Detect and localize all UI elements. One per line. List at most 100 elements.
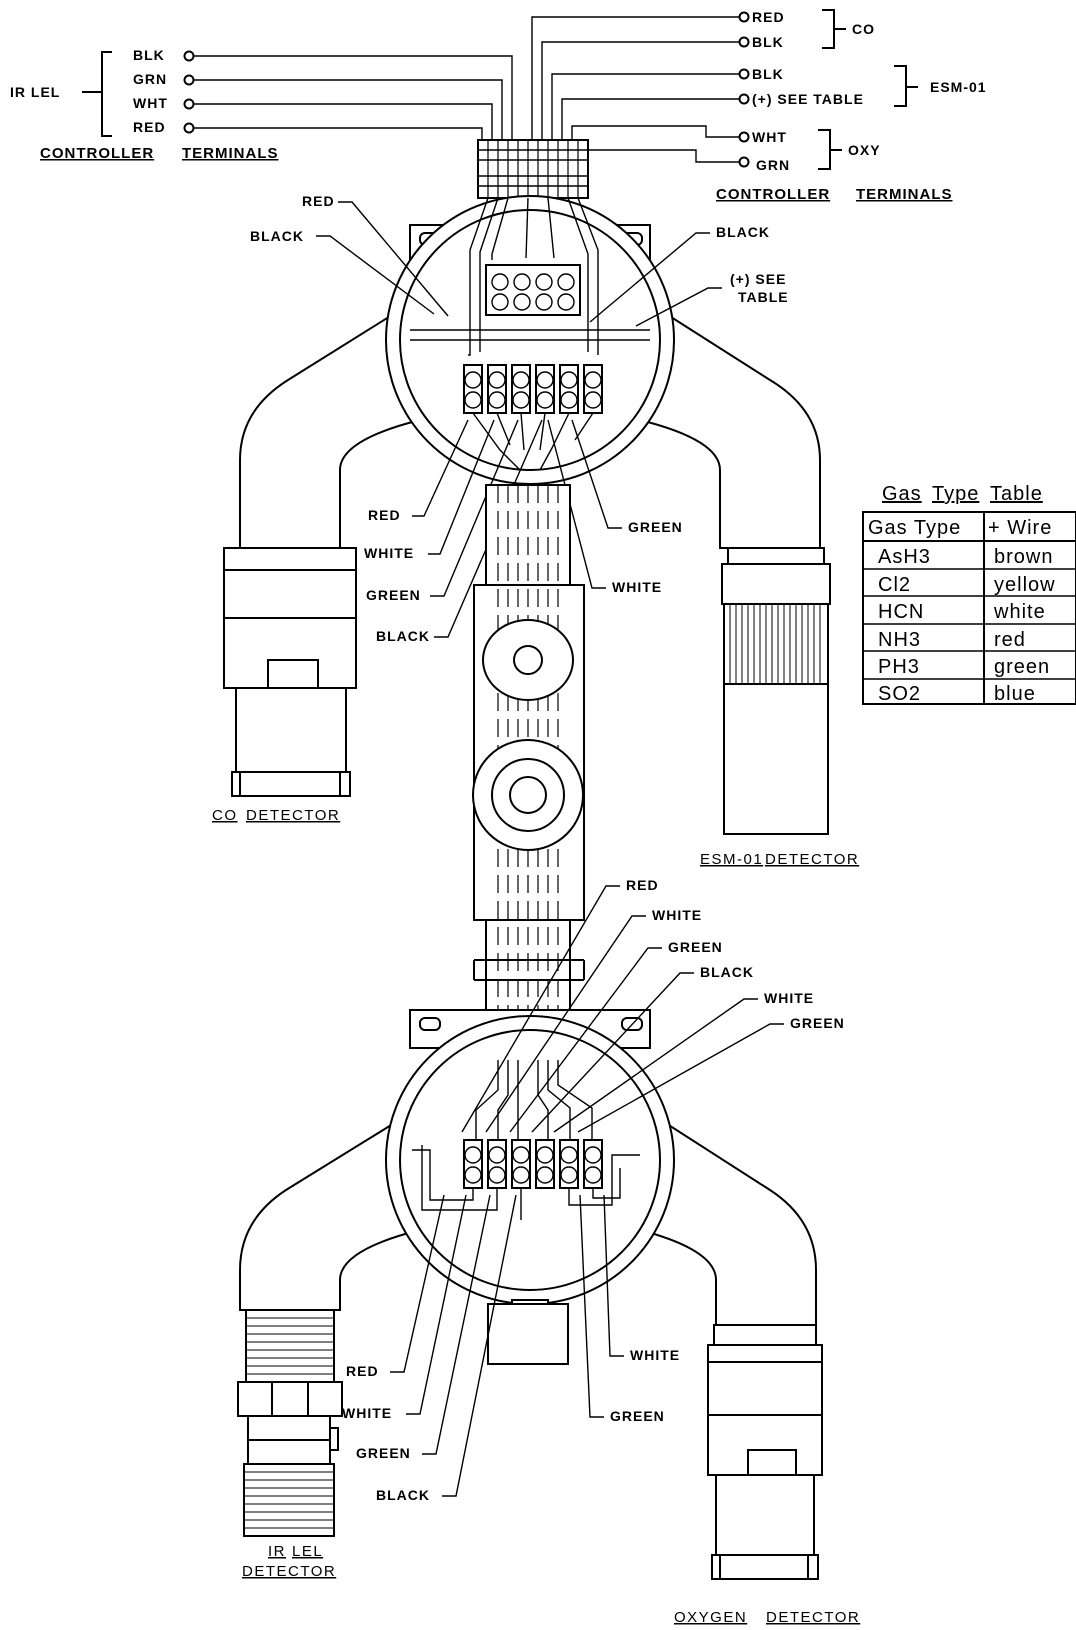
gas-table-cell: PH3 bbox=[878, 656, 920, 678]
terminal-grn-left: GRN bbox=[133, 71, 167, 87]
controller-caption-left-2: TERMINALS bbox=[182, 145, 279, 162]
co-bracket bbox=[822, 9, 846, 49]
label-bottom-black: BLACK bbox=[376, 1487, 430, 1503]
ir-lel-conduit bbox=[239, 1121, 421, 1311]
terminal-block-top bbox=[485, 264, 581, 316]
label-green: GREEN bbox=[366, 587, 421, 603]
upper-box-labels: RED BLACK BLACK (+) SEE TABLE RED WHITE … bbox=[250, 193, 789, 644]
ir-lel-caption-1a: IR bbox=[268, 1543, 286, 1560]
terminal-dot-icon bbox=[183, 122, 195, 134]
label-red-top: RED bbox=[302, 193, 335, 209]
terminal-blk-esm: BLK bbox=[752, 66, 784, 82]
terminal-wht-left: WHT bbox=[133, 95, 168, 111]
esm-detector bbox=[721, 547, 831, 835]
gas-table-cell: blue bbox=[994, 683, 1036, 705]
label-right-green: GREEN bbox=[610, 1408, 665, 1424]
label-red-lower: RED bbox=[626, 877, 659, 893]
left-terminal-wires bbox=[194, 55, 513, 140]
terminal-dot-icon bbox=[738, 68, 750, 80]
co-detector bbox=[223, 547, 357, 797]
label-green2-lower: GREEN bbox=[790, 1015, 845, 1031]
gas-table-cell: yellow bbox=[994, 574, 1056, 596]
terminal-dot-icon bbox=[183, 50, 195, 62]
esm-detector-caption-2: DETECTOR bbox=[765, 851, 859, 868]
esm-group-label: ESM-01 bbox=[930, 79, 987, 95]
right-terminal-wires bbox=[531, 16, 739, 163]
gas-table-header-gas: Gas Type bbox=[868, 517, 961, 539]
controller-caption-left-1: CONTROLLER bbox=[40, 145, 154, 162]
terminal-blk-co: BLK bbox=[752, 34, 784, 50]
gas-table-cell: brown bbox=[994, 546, 1053, 568]
oxygen-caption-2: DETECTOR bbox=[766, 1609, 860, 1626]
gas-table-cell: HCN bbox=[878, 601, 924, 623]
middle-cable-section bbox=[472, 484, 585, 1061]
label-see-table-1: (+) SEE bbox=[730, 271, 786, 287]
esm-bracket bbox=[894, 65, 918, 107]
gas-table-cell: white bbox=[993, 601, 1046, 623]
upper-cable-bundle bbox=[477, 139, 589, 199]
gas-table-header-wire: + Wire bbox=[988, 517, 1052, 539]
mounting-hole-icon bbox=[419, 1017, 441, 1031]
terminal-dot-icon bbox=[738, 156, 750, 168]
terminal-dot-icon bbox=[738, 36, 750, 48]
gas-table-cell: SO2 bbox=[878, 683, 921, 705]
terminal-blk-left: BLK bbox=[133, 47, 165, 63]
upper-junction-box bbox=[239, 195, 821, 549]
housing-inner bbox=[399, 209, 661, 471]
ir-lel-group-label: IR LEL bbox=[10, 84, 60, 100]
oxy-bracket bbox=[818, 129, 842, 170]
ir-lel-bracket bbox=[82, 51, 112, 137]
fitting-nut-icon bbox=[482, 619, 574, 701]
gas-table-title-2: Type bbox=[932, 483, 979, 505]
terminal-see-table-esm: (+) SEE TABLE bbox=[752, 91, 864, 107]
controller-terminals-right: RED BLK CO BLK (+) SEE TABLE ESM-01 WHT … bbox=[716, 9, 987, 203]
gas-table-border bbox=[862, 511, 1076, 705]
terminal-dot-icon bbox=[738, 93, 750, 105]
terminal-dot-icon bbox=[738, 131, 750, 143]
label-bottom-white: WHITE bbox=[342, 1405, 392, 1421]
terminal-block-lower bbox=[463, 1139, 603, 1189]
terminal-dot-icon bbox=[738, 11, 750, 23]
label-bottom-green: GREEN bbox=[356, 1445, 411, 1461]
gas-table-cell: NH3 bbox=[878, 629, 921, 651]
terminal-grn-oxy: GRN bbox=[756, 157, 790, 173]
label-black-left: BLACK bbox=[250, 228, 304, 244]
gas-table-title-1: Gas bbox=[882, 483, 922, 505]
fitting-plug-icon bbox=[472, 739, 584, 851]
esm-detector-caption-1: ESM-01 bbox=[700, 851, 763, 868]
label-white-right: WHITE bbox=[612, 579, 662, 595]
label-bottom-red: RED bbox=[346, 1363, 379, 1379]
gas-table-cell: red bbox=[994, 629, 1026, 651]
label-see-table-2: TABLE bbox=[738, 289, 789, 305]
label-white: WHITE bbox=[364, 545, 414, 561]
oxygen-detector bbox=[707, 1324, 823, 1580]
gas-table-cell: AsH3 bbox=[878, 546, 931, 568]
ir-lel-caption-2: DETECTOR bbox=[242, 1563, 336, 1580]
oxygen-caption-1: OXYGEN bbox=[674, 1609, 747, 1626]
label-green-right: GREEN bbox=[628, 519, 683, 535]
housing-inner-lower bbox=[399, 1029, 661, 1291]
controller-caption-right-1: CONTROLLER bbox=[716, 186, 830, 203]
gas-table-cell: green bbox=[994, 656, 1050, 678]
label-black-lower: BLACK bbox=[700, 964, 754, 980]
esm-detector-sensor bbox=[723, 683, 829, 835]
ir-lel-caption-1b: LEL bbox=[292, 1543, 323, 1560]
terminal-red-co: RED bbox=[752, 9, 785, 25]
terminal-dot-icon bbox=[183, 98, 195, 110]
controller-caption-right-2: TERMINALS bbox=[856, 186, 953, 203]
label-right-white: WHITE bbox=[630, 1347, 680, 1363]
gas-table-cell: Cl2 bbox=[878, 574, 911, 596]
ir-lel-hex-nut bbox=[237, 1381, 343, 1417]
label-white-lower: WHITE bbox=[652, 907, 702, 923]
gas-table-title-3: Table bbox=[990, 483, 1043, 505]
label-green-lower: GREEN bbox=[668, 939, 723, 955]
oxy-group-label: OXY bbox=[848, 142, 881, 158]
terminal-wht-oxy: WHT bbox=[752, 129, 787, 145]
label-white2-lower: WHITE bbox=[764, 990, 814, 1006]
terminal-dot-icon bbox=[183, 74, 195, 86]
esm-detector-knurl bbox=[723, 603, 829, 685]
ir-lel-thread-top bbox=[245, 1309, 335, 1383]
terminal-red-left: RED bbox=[133, 119, 166, 135]
label-black: BLACK bbox=[376, 628, 430, 644]
